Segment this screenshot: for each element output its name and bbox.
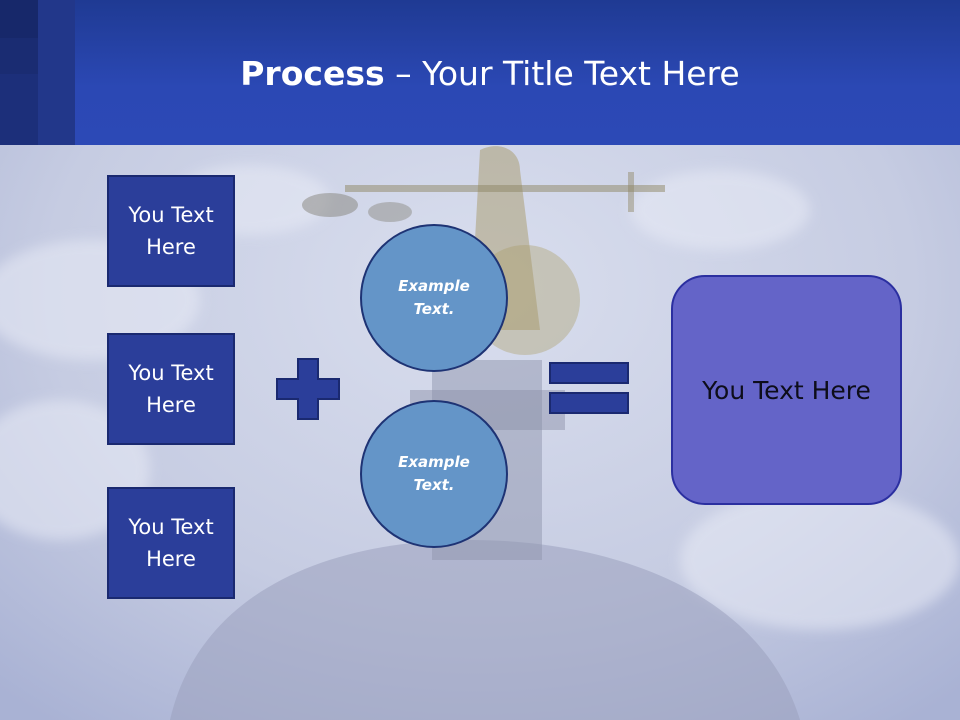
circle-label: Example Text. — [398, 453, 470, 494]
equals-icon[interactable] — [549, 362, 629, 414]
circle-label: Example Text. — [398, 277, 470, 318]
text-box-label: You Text Here — [128, 361, 214, 417]
plus-icon[interactable] — [276, 358, 340, 420]
result-box[interactable]: You Text Here — [671, 275, 902, 505]
text-box-label: You Text Here — [128, 203, 214, 259]
example-circle-1[interactable]: Example Text. — [360, 224, 508, 372]
header-accent-square — [0, 0, 38, 38]
slide-title[interactable]: Process – Your Title Text Here — [0, 52, 960, 96]
title-rest: – Your Title Text Here — [384, 54, 740, 93]
header-accent-band — [38, 0, 75, 145]
text-box-1[interactable]: You Text Here — [107, 175, 235, 287]
header-bar — [0, 0, 960, 145]
header-accent-square — [0, 38, 38, 74]
text-box-3[interactable]: You Text Here — [107, 487, 235, 599]
text-box-2[interactable]: You Text Here — [107, 333, 235, 445]
text-box-label: You Text Here — [128, 515, 214, 571]
title-bold: Process — [240, 54, 385, 93]
example-circle-2[interactable]: Example Text. — [360, 400, 508, 548]
result-label: You Text Here — [702, 375, 871, 405]
